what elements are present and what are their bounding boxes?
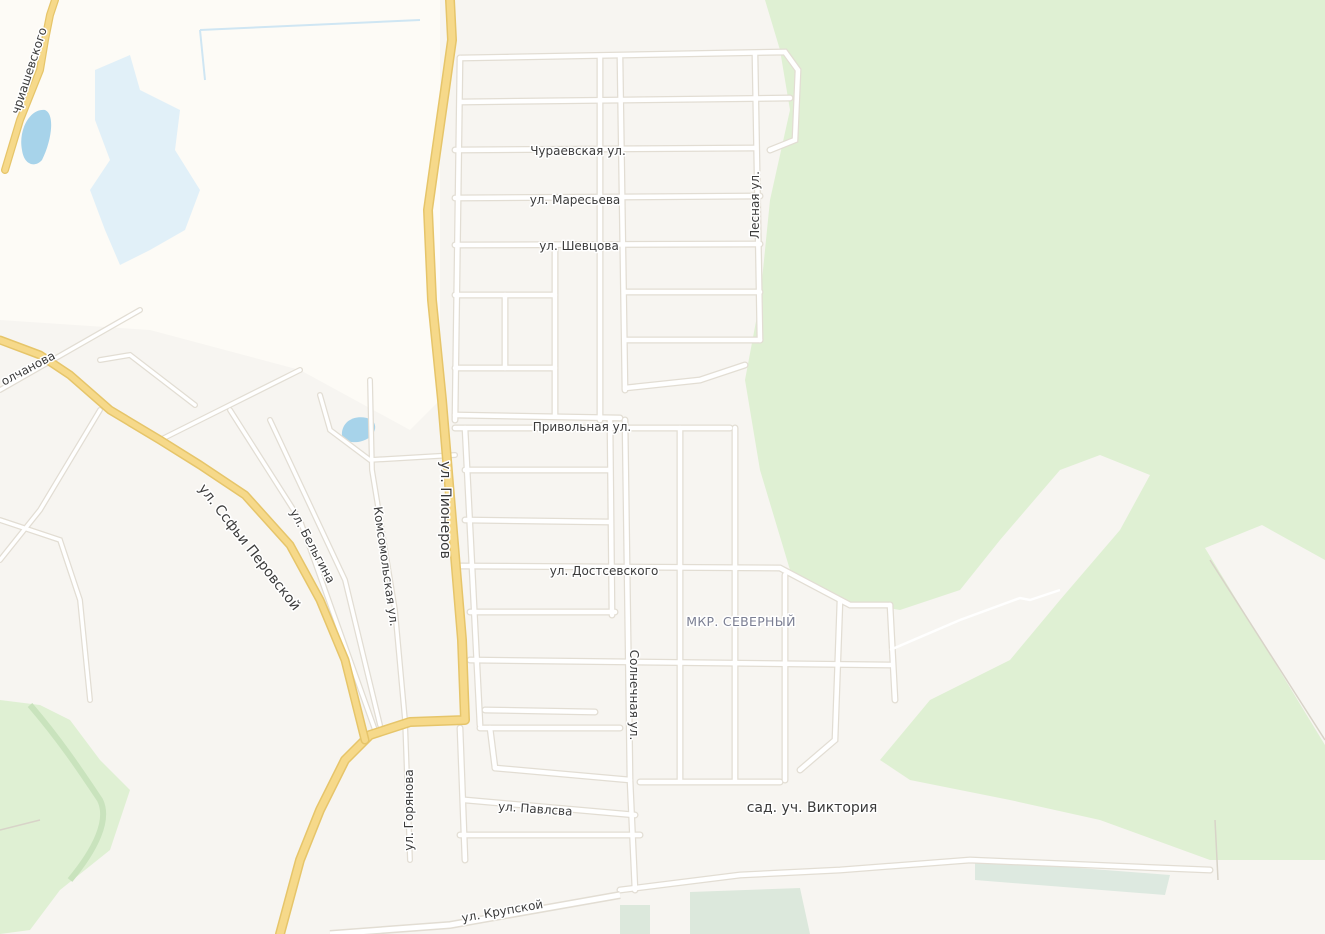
lake-west — [21, 109, 52, 165]
path-sw — [0, 819, 41, 831]
marsh-area — [90, 55, 200, 265]
minor-streets — [452, 49, 1213, 893]
label-district-severny: МКР. СЕВЕРНЫЙ — [686, 614, 795, 629]
label-solnechnaya: Солнечная ул. — [627, 650, 641, 741]
stream — [199, 19, 421, 31]
pionerov-road[interactable] — [276, 0, 469, 934]
green-patch-sw — [0, 700, 130, 934]
industrial-area-2 — [620, 905, 650, 934]
label-churaevskaya: Чураевская ул. — [530, 144, 626, 158]
label-pavlova: ул. Павлсва — [498, 799, 573, 818]
path-clearing — [1209, 559, 1325, 741]
pond — [341, 417, 376, 443]
stream-2 — [199, 29, 206, 81]
label-pionerov: ул. Пионеров — [437, 461, 453, 559]
label-maresyeva: ул. Маресьева — [530, 193, 621, 207]
label-dostoevskogo: ул. Достсевского — [550, 564, 659, 578]
label-sad-viktoriya: сад. уч. Виктория — [747, 800, 878, 816]
label-goryanova: ул. Горянова — [402, 769, 416, 851]
path-east — [889, 588, 1061, 652]
clearing — [1205, 525, 1325, 745]
industrial-strip — [975, 860, 1170, 895]
path-south — [1214, 819, 1219, 881]
label-privolnaya: Привольная ул. — [533, 420, 631, 434]
industrial-area — [690, 888, 810, 934]
label-lesnaya: Лесная ул. — [748, 171, 762, 239]
road-north-west — [2, 0, 58, 173]
krupskoy-street — [329, 892, 621, 934]
west-streets — [0, 308, 457, 862]
perovskoy-road[interactable] — [0, 337, 368, 743]
forest-area — [745, 0, 1325, 860]
label-shevtsova: ул. Шевцова — [539, 239, 619, 253]
river-green — [27, 703, 107, 882]
